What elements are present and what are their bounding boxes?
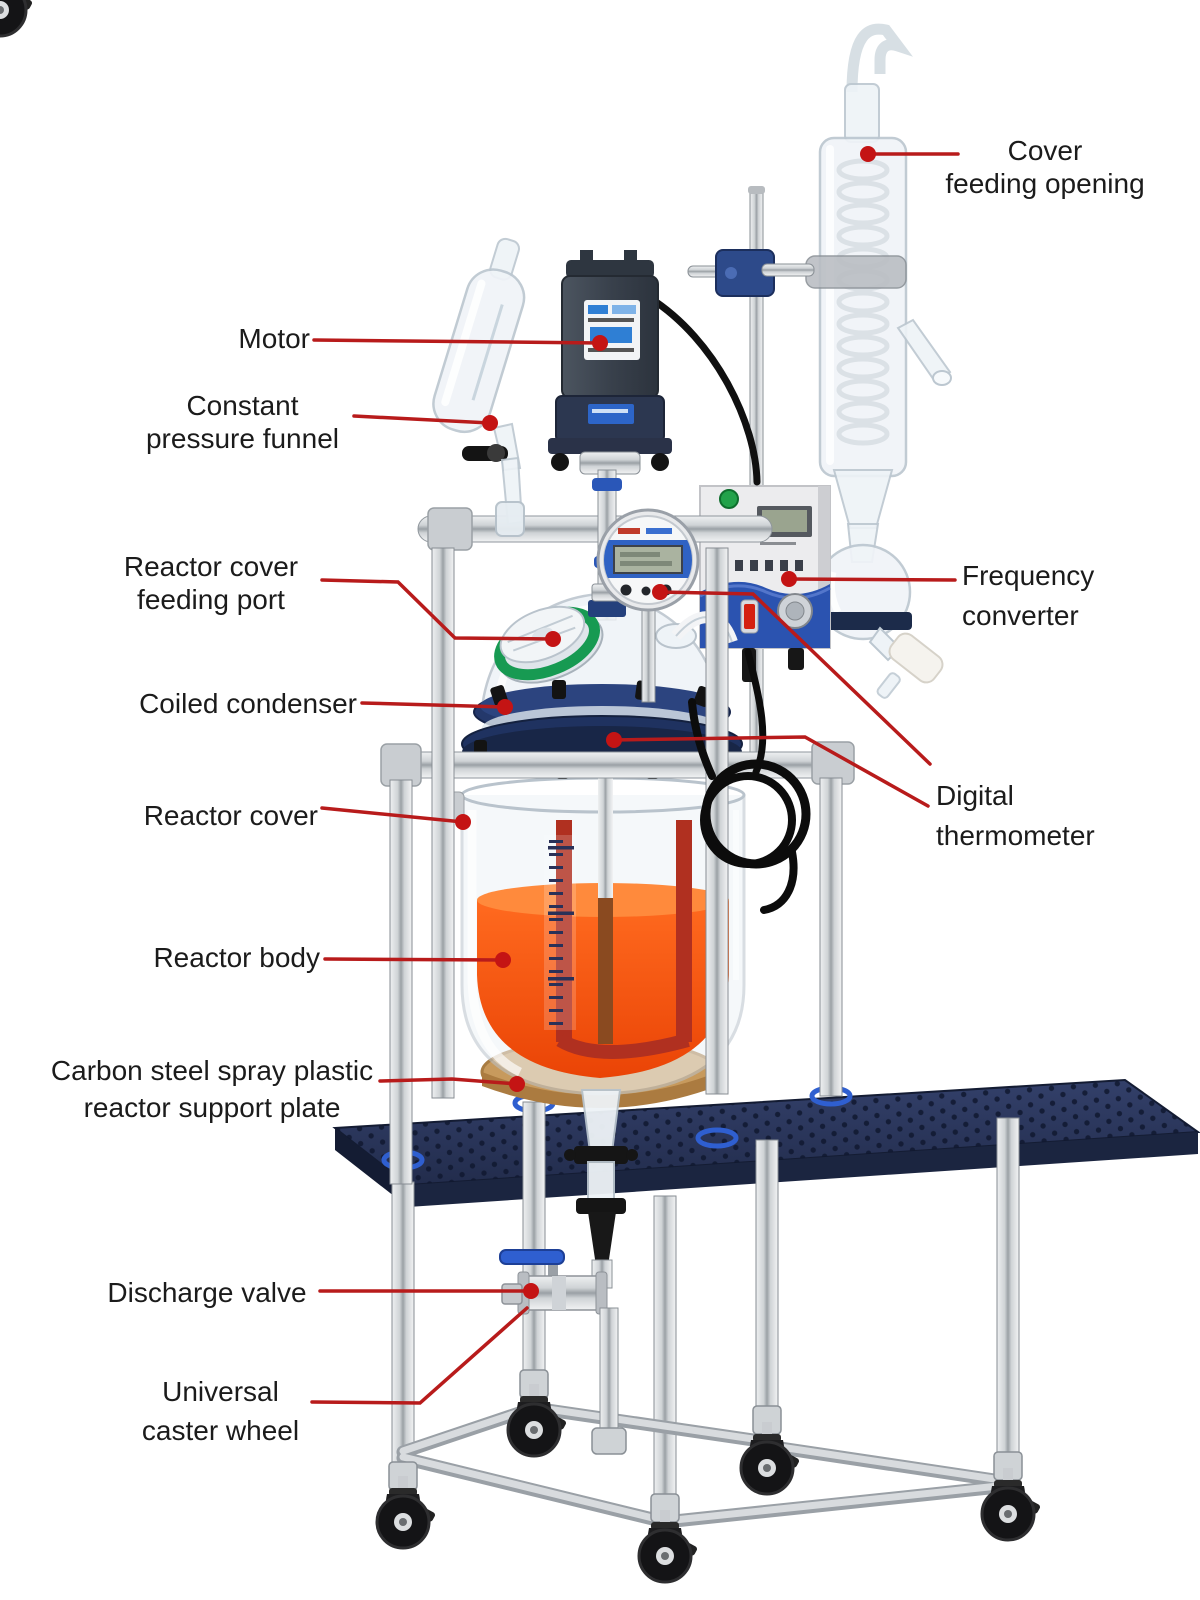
- leader-lines: [310, 152, 960, 1405]
- motor-graphic: [548, 250, 672, 475]
- constant-pressure-funnel-graphic: [432, 237, 526, 537]
- label-motor: Motor: [238, 323, 310, 354]
- leader-universal-caster-wheel: [310, 1306, 529, 1405]
- label-cover-feeding-opening: Cover feeding opening: [945, 135, 1145, 199]
- label-constant-pressure-funnel: Constant pressure funnel: [145, 390, 339, 454]
- leader-constant-pressure-funnel: [352, 414, 492, 425]
- label-reactor-body: Reactor body: [153, 942, 320, 973]
- label-reactor-cover: Reactor cover: [143, 800, 318, 831]
- leader-reactor-cover: [320, 806, 465, 824]
- label-support-plate: Carbon steel spray plastic reactor suppo…: [50, 1055, 374, 1123]
- discharge-valve-graphic: [499, 1089, 638, 1455]
- digital-thermometer-graphic: [596, 508, 700, 703]
- coiled-condenser-graphic: [761, 23, 952, 529]
- label-digital-thermometer: Digital thermometer: [936, 780, 1095, 851]
- leader-digital-thermometer-b: [658, 590, 932, 766]
- leader-reactor-cover-feeding-port: [320, 578, 555, 641]
- label-universal-caster-wheel: Universal caster wheel: [141, 1376, 300, 1446]
- reactor-body-graphic: [445, 760, 746, 1108]
- leader-digital-thermometer-a: [612, 735, 930, 808]
- leader-coiled-condenser: [360, 701, 507, 709]
- leader-dots: [455, 146, 876, 1299]
- motor-cable: [646, 294, 761, 486]
- leader-motor: [312, 338, 602, 345]
- label-frequency-converter: Frequency converter: [962, 560, 1095, 631]
- stand-legs-and-casters: [0, 0, 1043, 1584]
- label-coiled-condenser: Coiled condenser: [139, 688, 357, 719]
- receiving-flask: [814, 523, 944, 699]
- label-reactor-cover-feeding-port: Reactor cover feeding port: [123, 551, 299, 615]
- leader-support-plate: [378, 1077, 519, 1086]
- leader-reactor-body: [323, 957, 505, 962]
- leader-frequency-converter: [787, 577, 957, 582]
- label-discharge-valve: Discharge valve: [107, 1277, 307, 1308]
